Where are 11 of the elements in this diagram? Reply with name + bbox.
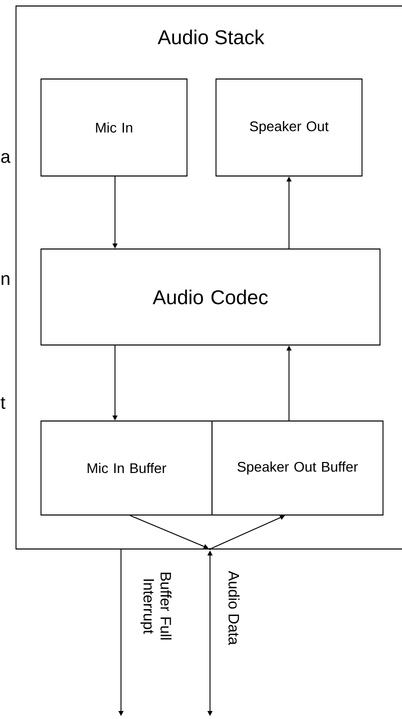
process-box: Mic In	[40, 78, 188, 176]
process-box: Mic In Buffer	[40, 420, 212, 516]
text-fragment: a	[1, 153, 10, 163]
edge-label: Buffer Full Interrupt	[140, 572, 172, 640]
process-box: Speaker Out Buffer	[212, 420, 384, 516]
text-fragment: t	[0, 397, 6, 409]
arrow	[210, 515, 285, 549]
codec-box: Audio Codec	[40, 248, 380, 346]
process-box: Speaker Out	[216, 78, 362, 176]
edge-label: Audio Data	[228, 570, 240, 646]
text-fragment: n	[2, 275, 10, 285]
